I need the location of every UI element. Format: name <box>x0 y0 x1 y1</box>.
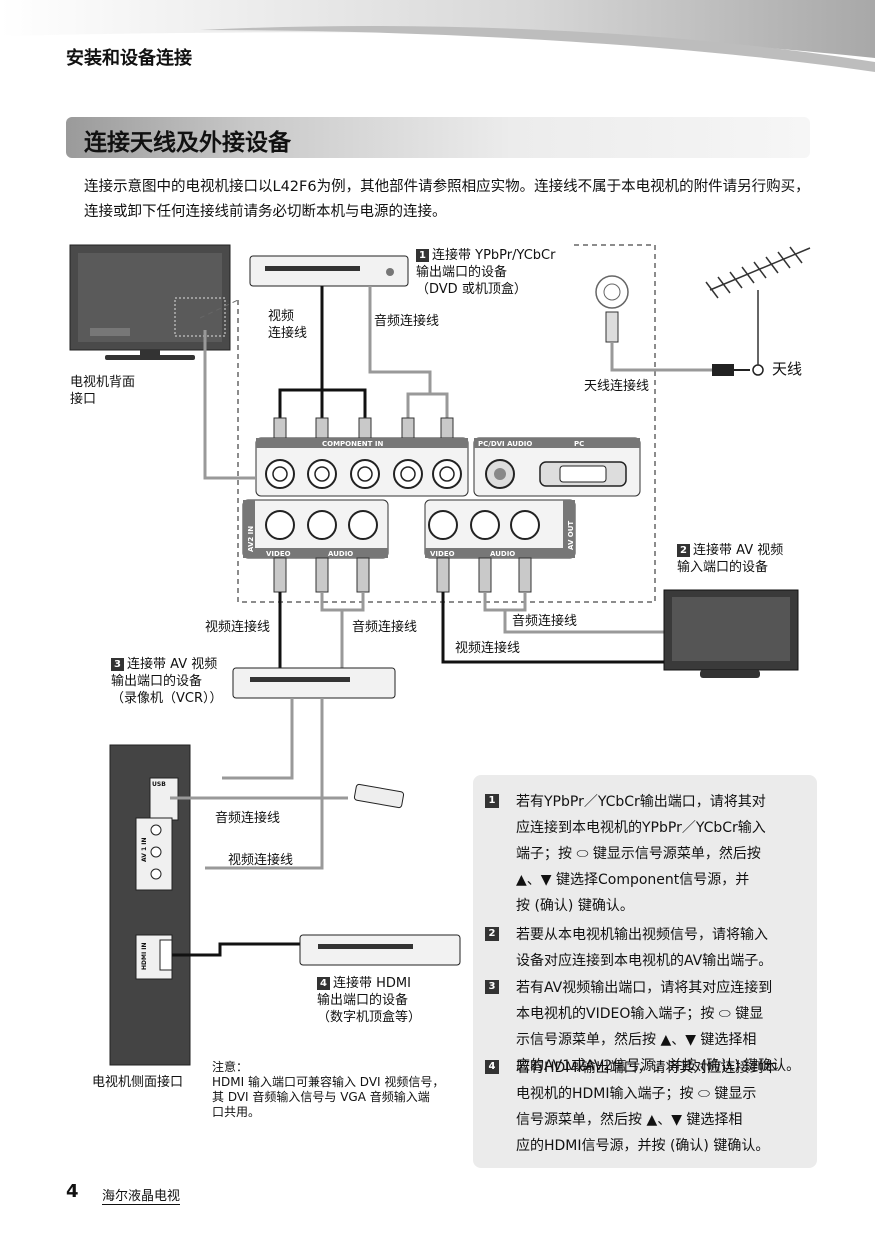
video-cable-label-left: 视频连接线 <box>205 620 271 635</box>
page-title: 连接天线及外接设备 <box>84 130 291 156</box>
hdmi-in-label: HDMI IN <box>141 942 148 970</box>
header-swoosh <box>0 0 875 72</box>
notes-box: 1 若有YPbPr／YCbCr输出端口，请将其对应连接到本电视机的YPbPr／Y… <box>473 775 817 1168</box>
avout-audio-label: AUDIO <box>490 550 515 558</box>
dvd-player-illustration <box>249 255 409 287</box>
tv-back-label: 电视机背面接口 <box>70 375 136 407</box>
vcr-illustration <box>232 667 396 699</box>
av2-audio-label: AUDIO <box>328 550 353 558</box>
component-in-label: COMPONENT IN <box>322 440 383 448</box>
antenna-label: 天线 <box>772 360 803 378</box>
tv-back-illustration <box>69 244 231 360</box>
antenna-icon <box>705 246 811 365</box>
tv-side-illustration <box>109 744 191 1066</box>
audio-cable-label-side: 音频连接线 <box>215 811 281 826</box>
footer-brand: 海尔液晶电视 <box>102 1185 181 1205</box>
page-title-bar: 连接天线及外接设备 <box>66 117 810 158</box>
intro-text: 连接示意图中的电视机接口以L42F6为例，其他部件请参照相应实物。连接线不属于本… <box>84 179 810 220</box>
av1-in-label: AV 1 IN <box>141 838 148 863</box>
video-cable-label-side: 视频连接线 <box>228 853 294 868</box>
section-title: 安装和设备连接 <box>66 48 192 69</box>
monitor-illustration <box>663 589 799 678</box>
av2-in-label: AV2 IN <box>247 526 255 552</box>
pc-dvi-audio-label: PC/DVI AUDIO <box>478 440 532 448</box>
pc-label: PC <box>574 440 584 448</box>
set-top-box-illustration <box>299 934 461 966</box>
usb-label: USB <box>152 781 166 788</box>
audio-cable-label-right: 音频连接线 <box>512 614 578 629</box>
antenna-cable-label: 天线连接线 <box>584 379 650 394</box>
video-cable-label-right: 视频连接线 <box>455 641 521 656</box>
page-number: 4 <box>66 1181 79 1202</box>
audio-cable-label-top: 音频连接线 <box>374 314 440 329</box>
audio-cable-label-mid: 音频连接线 <box>352 620 418 635</box>
av-out-label: AV OUT <box>567 521 575 550</box>
avout-video-label: VIDEO <box>430 550 455 558</box>
tv-side-label: 电视机侧面接口 <box>92 1075 184 1090</box>
av2-video-label: VIDEO <box>266 550 291 558</box>
video-cable-label-top: 视频连接线 <box>268 309 308 341</box>
usb-stick-icon <box>353 783 405 809</box>
note-caption: 注意： HDMI 输入端口可兼容输入 DVI 视频信号， 其 DVI 音频输入信… <box>212 1060 445 1119</box>
